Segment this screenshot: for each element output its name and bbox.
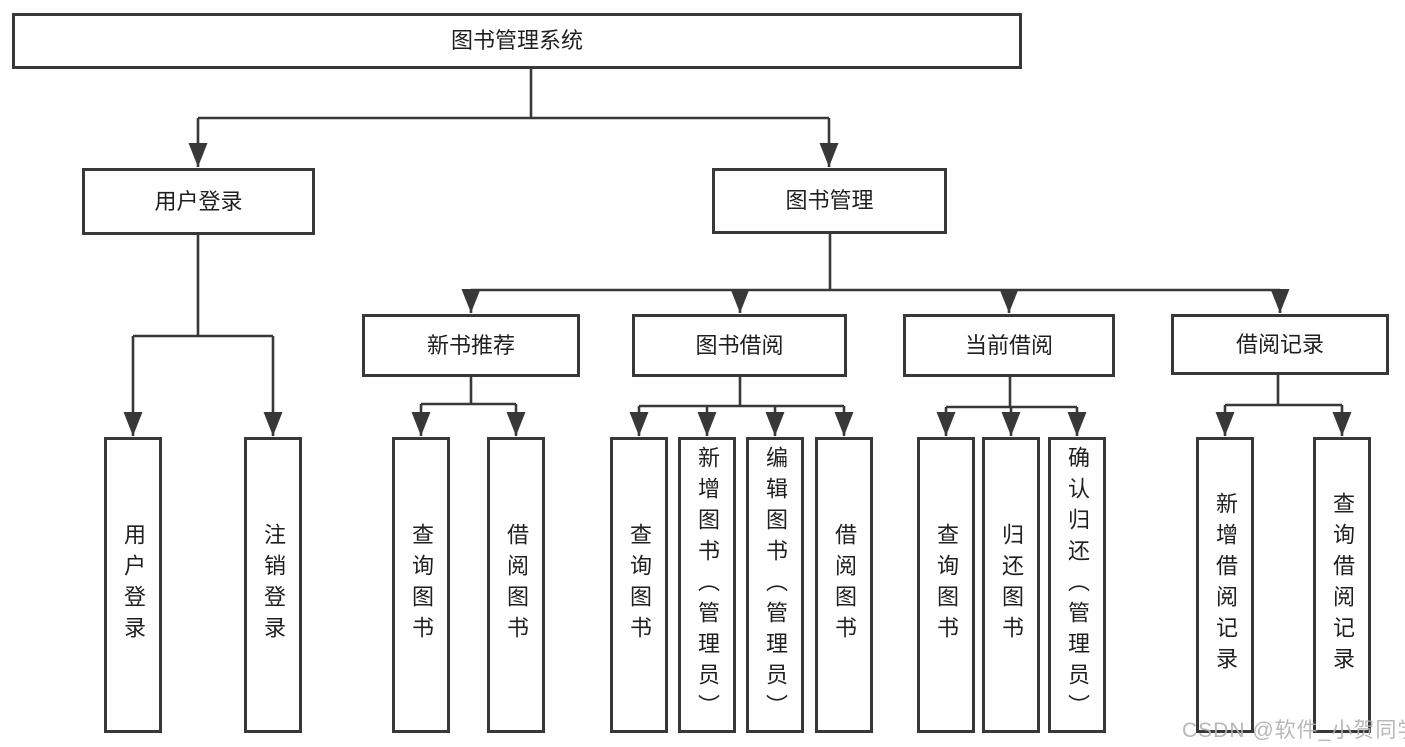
leaf-return-books-label: 归还图书 [999,523,1024,647]
leaf-edit-books-admin: 编辑图书（管理员） [746,437,804,733]
leaf-add-books-admin: 新增图书（管理员） [678,437,736,733]
node-borrowing-records-label: 借阅记录 [1235,331,1324,357]
node-book-borrowing: 图书借阅 [632,314,847,377]
leaf-add-borrow-record: 新增借阅记录 [1196,437,1254,733]
leaf-edit-books-admin-label: 编辑图书（管理员） [763,445,788,725]
node-new-book-recommendation-label: 新书推荐 [426,332,515,358]
node-current-borrowing-label: 当前借阅 [964,332,1053,358]
node-root-label: 图书管理系统 [450,28,583,53]
leaf-logout-label: 注销登录 [261,523,286,647]
leaf-borrow-books-recommendation: 借阅图书 [487,437,545,733]
leaf-confirm-return-admin-label: 确认归还（管理员） [1065,445,1090,725]
leaf-borrow-books-borrowing-label: 借阅图书 [832,523,857,647]
leaf-query-borrow-record: 查询借阅记录 [1313,437,1371,733]
leaf-query-books-current: 查询图书 [917,437,975,733]
node-new-book-recommendation: 新书推荐 [362,314,580,377]
node-user-login: 用户登录 [82,168,315,235]
leaf-return-books: 归还图书 [982,437,1040,733]
node-user-login-label: 用户登录 [154,188,243,214]
leaf-user-login: 用户登录 [104,437,162,733]
leaf-add-borrow-record-label: 新增借阅记录 [1213,492,1238,678]
leaf-query-borrow-record-label: 查询借阅记录 [1330,492,1355,678]
leaf-confirm-return-admin: 确认归还（管理员） [1048,437,1106,733]
node-book-borrowing-label: 图书借阅 [695,332,784,358]
leaf-user-login-label: 用户登录 [121,523,146,647]
node-book-management: 图书管理 [712,168,947,234]
node-current-borrowing: 当前借阅 [903,314,1115,377]
leaf-query-books-recommendation-label: 查询图书 [409,523,434,647]
node-root-book-management-system: 图书管理系统 [12,13,1022,69]
leaf-borrow-books-borrowing: 借阅图书 [815,437,873,733]
node-borrowing-records: 借阅记录 [1171,314,1389,375]
leaf-borrow-books-recommendation-label: 借阅图书 [504,523,529,647]
leaf-query-books-borrowing-label: 查询图书 [627,523,652,647]
leaf-query-books-recommendation: 查询图书 [392,437,450,733]
leaf-add-books-admin-label: 新增图书（管理员） [695,445,720,725]
csdn-watermark: CSDN @软件_小贺同学 [1182,719,1405,742]
leaf-query-books-borrowing: 查询图书 [610,437,668,733]
leaf-logout: 注销登录 [244,437,302,733]
leaf-query-books-current-label: 查询图书 [934,523,959,647]
node-book-management-label: 图书管理 [785,188,874,213]
